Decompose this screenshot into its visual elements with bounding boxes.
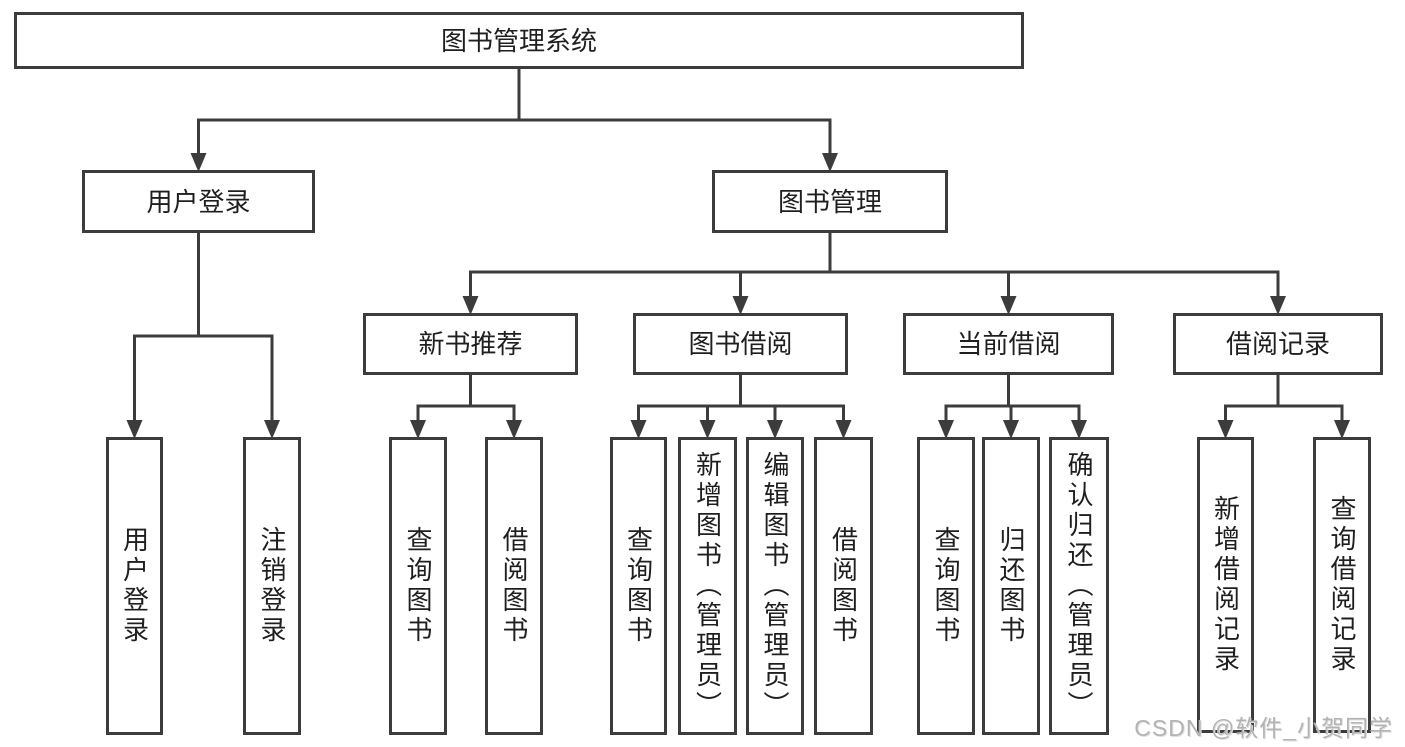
node-label: 图书管理系统: [440, 25, 597, 56]
arrowhead-borrow-query: [630, 420, 647, 439]
node-label: 查询图书: [931, 526, 961, 646]
node-label: 查询图书: [403, 526, 433, 646]
node-cur-query: 查询图书: [917, 437, 975, 735]
arrowhead-borrow-lend: [835, 420, 852, 439]
node-rec-query: 查询图书: [389, 437, 447, 735]
node-login-logout: 注销登录: [243, 437, 301, 735]
node-records-query: 查询借阅记录: [1313, 437, 1371, 733]
arrowhead-rec-borrow: [506, 420, 522, 439]
node-label: 用户登录: [119, 526, 150, 646]
arrowhead-records-add: [1217, 420, 1234, 439]
node-label: 图书借阅: [688, 329, 793, 359]
node-label: 编辑图书（管理员）: [760, 451, 790, 721]
node-records: 借阅记录: [1173, 313, 1383, 375]
arrowhead-records: [1270, 296, 1286, 315]
arrowhead-rec: [462, 296, 479, 315]
node-login-user: 用户登录: [106, 437, 163, 735]
arrowhead-mgmt: [822, 153, 838, 172]
node-label: 新增图书（管理员）: [692, 451, 723, 721]
arrowhead-current: [1000, 296, 1017, 315]
node-rec: 新书推荐: [363, 313, 578, 375]
node-cur-return: 归还图书: [982, 437, 1040, 735]
arrowhead-login-logout: [264, 420, 280, 439]
arrowhead-borrow: [732, 296, 749, 315]
node-label: 新增借阅记录: [1210, 495, 1241, 675]
node-borrow-query: 查询图书: [610, 437, 667, 735]
node-label: 查询借阅记录: [1327, 495, 1357, 675]
arrowhead-cur-return: [1003, 420, 1019, 439]
node-label: 借阅图书: [499, 526, 529, 646]
node-borrow: 图书借阅: [633, 313, 848, 375]
node-borrow-edit: 编辑图书（管理员）: [746, 437, 804, 735]
node-cur-confirm: 确认归还（管理员）: [1049, 437, 1109, 735]
arrowhead-cur-confirm: [1071, 420, 1087, 439]
arrowhead-rec-query: [410, 420, 426, 439]
node-mgmt: 图书管理: [712, 170, 948, 233]
node-label: 借阅图书: [828, 526, 859, 646]
node-label: 用户登录: [146, 186, 251, 217]
node-label: 查询图书: [623, 526, 654, 646]
node-root: 图书管理系统: [14, 12, 1024, 69]
node-label: 归还图书: [996, 526, 1026, 646]
node-label: 当前借阅: [956, 329, 1061, 359]
node-records-add: 新增借阅记录: [1197, 437, 1254, 733]
node-label: 图书管理: [777, 186, 882, 217]
arrowhead-login-user: [126, 420, 143, 439]
node-borrow-lend: 借阅图书: [814, 437, 873, 735]
node-label: 新书推荐: [418, 329, 523, 359]
node-label: 借阅记录: [1225, 329, 1330, 359]
arrowhead-borrow-edit: [767, 420, 783, 439]
arrowhead-borrow-add: [699, 420, 716, 439]
node-borrow-add: 新增图书（管理员）: [678, 437, 737, 735]
node-rec-borrow: 借阅图书: [485, 437, 543, 735]
arrowhead-cur-query: [938, 420, 954, 439]
node-login: 用户登录: [82, 170, 315, 233]
arrowhead-records-query: [1334, 420, 1350, 439]
arrowhead-login: [190, 153, 207, 172]
node-label: 确认归还（管理员）: [1064, 451, 1094, 721]
node-label: 注销登录: [257, 526, 287, 646]
node-current: 当前借阅: [903, 313, 1114, 375]
